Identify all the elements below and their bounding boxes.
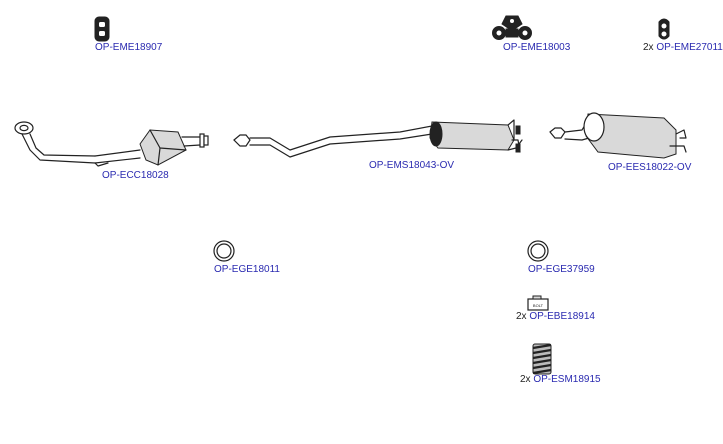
catalytic-converter-icon[interactable] [14, 121, 209, 167]
gasket-ring-icon-2[interactable] [527, 240, 549, 262]
middle-silencer-icon[interactable] [233, 119, 523, 158]
part-label-gasket-2[interactable]: OP-EGE37959 [528, 264, 595, 276]
part-label-hanger-3[interactable]: 2x OP-EME27011 [643, 42, 723, 54]
gasket-ring-icon[interactable] [213, 240, 235, 262]
triple-rubber-hanger-icon[interactable] [492, 15, 532, 40]
part-qty: 2x [643, 42, 654, 53]
ring-hanger-icon[interactable] [658, 18, 670, 40]
part-label-hanger-2[interactable]: OP-EME18003 [503, 42, 570, 54]
part-label-spring[interactable]: 2x OP-ESM18915 [520, 374, 601, 386]
part-label-rear-silencer[interactable]: OP-EES18022-OV [608, 162, 691, 174]
part-qty: 2x [516, 311, 527, 322]
part-label-catalyst[interactable]: OP-ECC18028 [102, 170, 169, 182]
part-code-link[interactable]: OP-EME18003 [503, 42, 571, 53]
rubber-hanger-icon[interactable] [94, 16, 110, 42]
part-code-link[interactable]: OP-EGE18011 [214, 264, 280, 275]
part-label-gasket-1[interactable]: OP-EGE18011 [214, 264, 280, 276]
part-code-link[interactable]: OP-ESM18915 [533, 374, 601, 385]
rear-silencer-icon[interactable] [549, 112, 687, 159]
part-code-link[interactable]: OP-EME18907 [95, 42, 163, 53]
bolt-tag-text: BOLT [533, 303, 544, 308]
part-code-link[interactable]: OP-EGE37959 [528, 264, 595, 275]
part-label-bolt[interactable]: 2x OP-EBE18914 [516, 311, 595, 323]
part-qty: 2x [520, 374, 531, 385]
part-code-link[interactable]: OP-EMS18043-OV [369, 160, 455, 171]
part-code-link[interactable]: OP-EME27011 [656, 42, 723, 53]
part-code-link[interactable]: OP-EES18022-OV [608, 162, 692, 173]
part-label-middle-silencer[interactable]: OP-EMS18043-OV [369, 160, 454, 172]
part-code-link[interactable]: OP-ECC18028 [102, 170, 169, 181]
bolt-icon[interactable]: BOLT [527, 295, 549, 311]
spring-icon[interactable] [532, 343, 552, 375]
part-code-link[interactable]: OP-EBE18914 [529, 311, 595, 322]
part-label-hanger-1[interactable]: OP-EME18907 [95, 42, 162, 54]
